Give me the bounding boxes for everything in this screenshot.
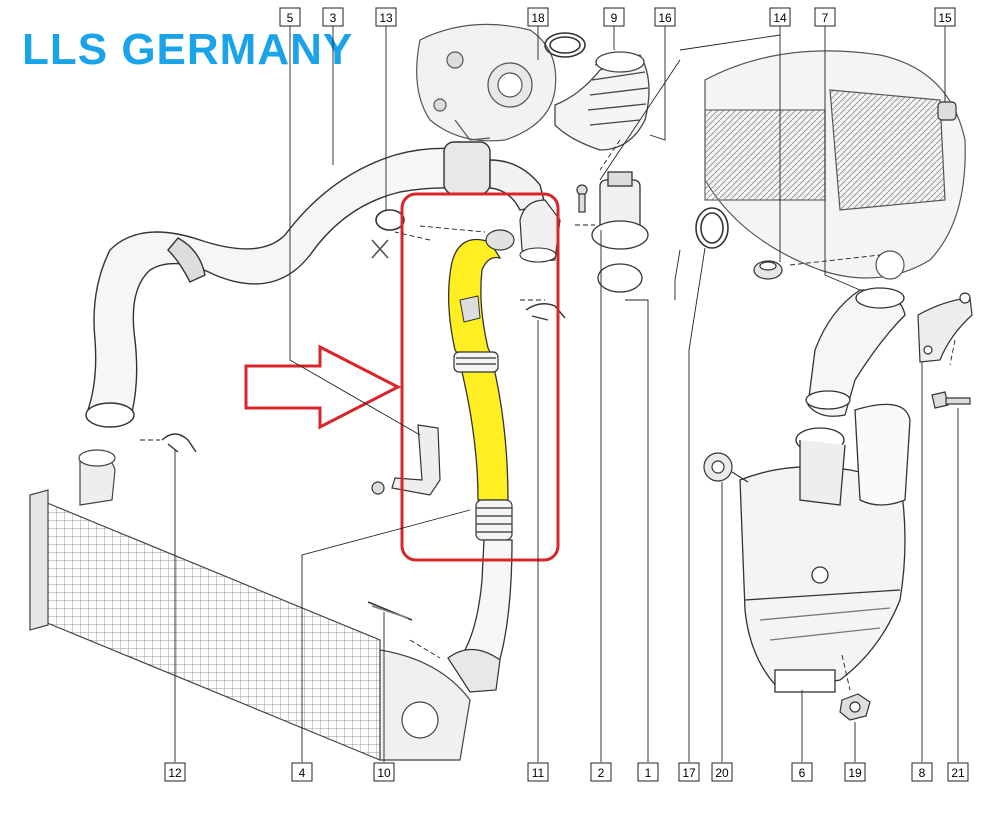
- svg-text:20: 20: [715, 766, 729, 780]
- clamp-13: [371, 209, 405, 259]
- callout-11: 11: [527, 762, 549, 782]
- svg-text:18: 18: [531, 11, 545, 25]
- svg-text:3: 3: [330, 11, 337, 25]
- svg-text:11: 11: [532, 766, 545, 780]
- callout-5: 5: [279, 7, 301, 27]
- svg-text:1: 1: [645, 766, 652, 780]
- callout-1: 1: [637, 762, 659, 782]
- svg-text:19: 19: [848, 766, 862, 780]
- air-filter-housing: [704, 50, 966, 280]
- airflow-meter: [591, 171, 649, 293]
- screw-2: [576, 184, 588, 213]
- callout-12: 12: [164, 762, 186, 782]
- svg-text:13: 13: [379, 11, 393, 25]
- throttle-body-assembly: [416, 23, 557, 142]
- pointer-arrow: [244, 344, 402, 430]
- brand-logo-text: LLS GERMANY: [22, 25, 354, 74]
- guide-lines: [140, 34, 956, 691]
- callout-15: 15: [934, 7, 956, 27]
- callout-17: 17: [678, 762, 700, 782]
- callout-9: 9: [603, 7, 625, 27]
- svg-text:14: 14: [773, 11, 787, 25]
- svg-text:2: 2: [598, 766, 605, 780]
- callout-13: 13: [375, 7, 397, 27]
- resonator-tube-7: [805, 287, 906, 417]
- bracket-8: [917, 292, 973, 363]
- callout-2: 2: [590, 762, 612, 782]
- callout-3: 3: [322, 7, 344, 27]
- nut-15: [937, 101, 957, 121]
- callout-19: 19: [844, 762, 866, 782]
- svg-text:7: 7: [822, 11, 829, 25]
- bracket-4: [371, 424, 441, 496]
- strip-10: [367, 601, 413, 621]
- clip-11: [525, 303, 566, 321]
- highlighted-intake-hose: [447, 199, 561, 693]
- leader-lines: [174, 26, 959, 762]
- clip-12: [161, 433, 197, 453]
- callout-16: 16: [654, 7, 676, 27]
- callout-21: 21: [947, 762, 969, 782]
- svg-text:15: 15: [938, 11, 952, 25]
- valve-20: [703, 452, 749, 483]
- resonator-box-6: [739, 403, 911, 693]
- clamp-18: [544, 32, 586, 58]
- svg-text:9: 9: [611, 11, 618, 25]
- callout-8: 8: [911, 762, 933, 782]
- nut-19: [839, 693, 871, 721]
- highlight-box: [400, 192, 560, 562]
- callout-14: 14: [769, 7, 791, 27]
- rubber-grommet-14: [753, 260, 783, 280]
- svg-text:4: 4: [299, 766, 306, 780]
- callout-6: 6: [791, 762, 813, 782]
- bolt-21: [931, 391, 971, 409]
- callout-20: 20: [711, 762, 733, 782]
- svg-text:17: 17: [682, 766, 696, 780]
- svg-text:6: 6: [799, 766, 806, 780]
- callout-10: 10: [373, 762, 395, 782]
- svg-text:16: 16: [658, 11, 672, 25]
- svg-text:10: 10: [377, 766, 391, 780]
- svg-text:8: 8: [919, 766, 926, 780]
- air-intake-duct: [554, 51, 650, 151]
- callout-4: 4: [291, 762, 313, 782]
- clamp-17: [695, 207, 729, 249]
- svg-text:12: 12: [168, 766, 182, 780]
- callout-18: 18: [527, 7, 549, 27]
- svg-text:21: 21: [951, 766, 965, 780]
- callout-7: 7: [814, 7, 836, 27]
- svg-text:5: 5: [287, 11, 294, 25]
- turbo-hose-3: [85, 141, 546, 428]
- intercooler: [29, 449, 471, 761]
